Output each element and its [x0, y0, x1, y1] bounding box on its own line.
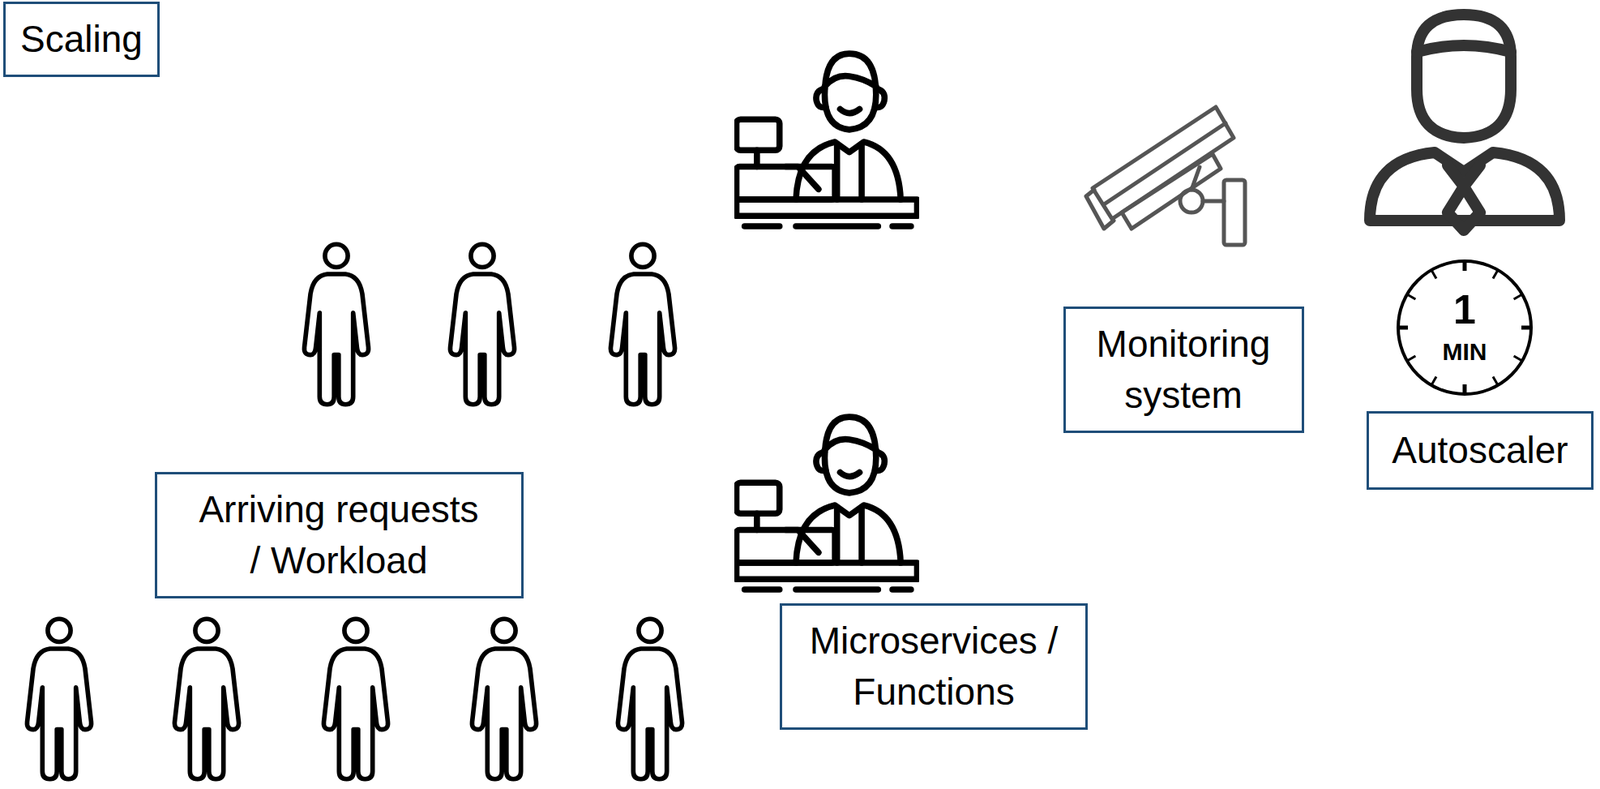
timer-tick — [1493, 269, 1498, 279]
timer-tick — [1493, 376, 1498, 386]
timer-label: MIN — [1442, 339, 1488, 364]
box-text: Autoscaler — [1391, 424, 1568, 476]
box-text: Microservices / Functions — [803, 615, 1065, 717]
box-text: Monitoring system — [1089, 318, 1277, 420]
timer-tick — [1514, 294, 1523, 300]
label-box: Arriving requests / Workload — [154, 471, 524, 598]
timer-tick — [1407, 355, 1416, 361]
timer-tick — [1463, 384, 1468, 394]
timer-tick — [1514, 355, 1523, 361]
label-box: Autoscaler — [1366, 410, 1594, 490]
label-box: Microservices / Functions — [779, 603, 1088, 729]
timer-tick — [1521, 325, 1532, 330]
timer-label: 1 — [1453, 289, 1476, 330]
timer-tick — [1407, 294, 1416, 300]
label-box: Monitoring system — [1063, 306, 1305, 433]
timer-tick — [1431, 376, 1437, 386]
title-box: Scaling — [3, 1, 160, 78]
box-text: Arriving requests / Workload — [193, 483, 484, 586]
timer-tick — [1398, 325, 1408, 330]
timer-tick — [1463, 260, 1468, 271]
timer-tick — [1431, 269, 1437, 279]
